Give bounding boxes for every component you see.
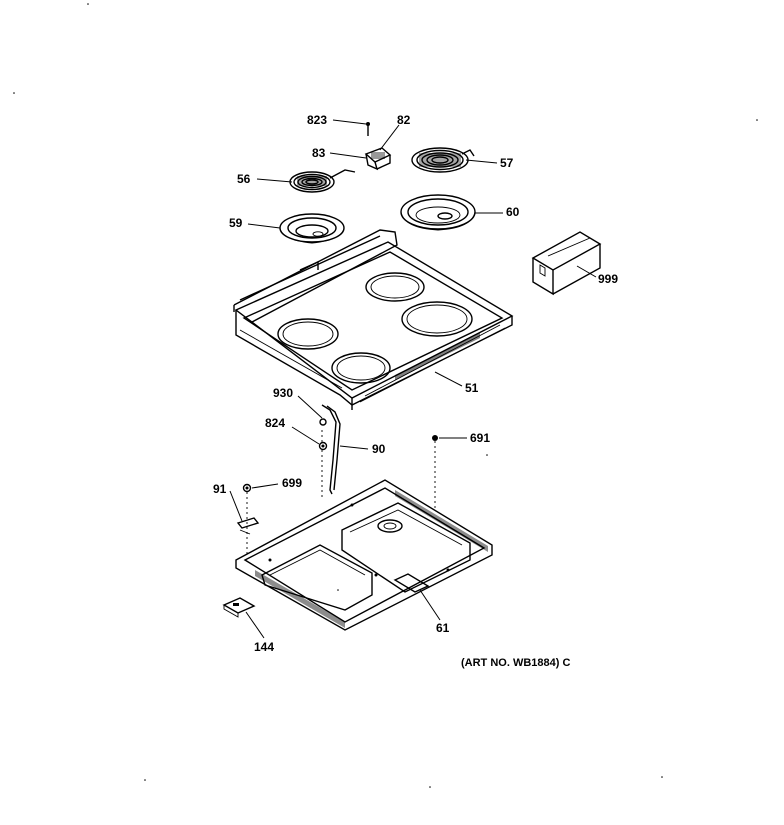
callout-823: 823 <box>307 113 327 127</box>
terminal-block <box>364 147 392 171</box>
surface-unit-small <box>289 169 356 193</box>
callout-59: 59 <box>229 216 243 230</box>
callout-91: 91 <box>213 482 227 496</box>
callout-61: 61 <box>436 621 450 635</box>
callout-83: 83 <box>312 146 326 160</box>
scan-specks <box>13 3 758 788</box>
callout-90: 90 <box>372 442 386 456</box>
burner-box-pan <box>235 479 493 631</box>
callout-56: 56 <box>237 172 251 186</box>
drip-pan-large <box>400 194 476 231</box>
callout-691: 691 <box>470 431 490 445</box>
callout-82: 82 <box>397 113 411 127</box>
screw-691 <box>432 435 438 510</box>
callout-824: 824 <box>265 416 285 430</box>
callout-60: 60 <box>506 205 520 219</box>
drip-pan-small <box>279 213 345 244</box>
callout-699: 699 <box>282 476 302 490</box>
callout-930: 930 <box>273 386 293 400</box>
callout-57: 57 <box>500 156 514 170</box>
surface-unit-large <box>411 147 475 173</box>
bracket-144 <box>222 597 256 618</box>
callout-999: 999 <box>598 272 618 286</box>
art-number: (ART NO. WB1884) C <box>461 657 570 669</box>
cooktop-main-top <box>233 229 514 410</box>
package-box <box>531 231 602 296</box>
screw <box>366 122 370 136</box>
callout-144: 144 <box>254 640 274 654</box>
support-rod <box>318 404 341 500</box>
leader-lines <box>229 119 597 639</box>
bracket-91 <box>236 517 260 535</box>
screw-699 <box>242 483 252 555</box>
callout-51: 51 <box>465 381 479 395</box>
